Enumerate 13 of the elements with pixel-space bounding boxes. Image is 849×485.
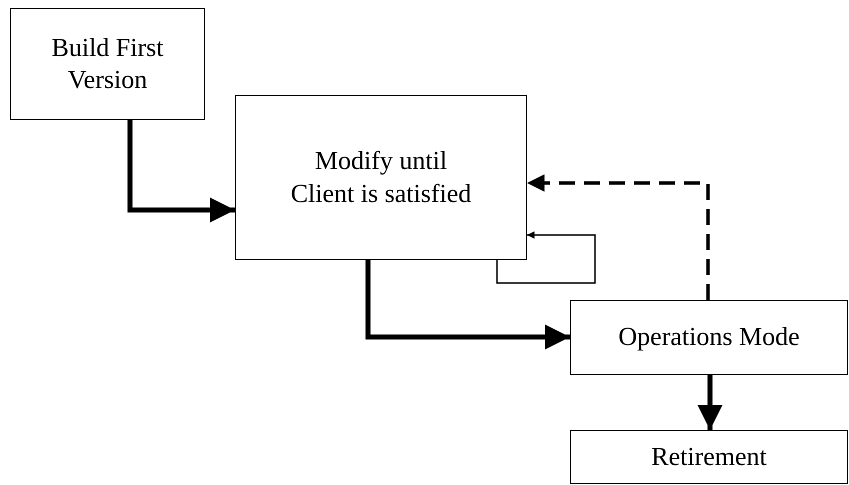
arrow xyxy=(366,260,570,350)
arrow xyxy=(128,120,235,222)
arrow xyxy=(527,174,710,300)
box-label: Retirement xyxy=(651,440,767,473)
arrow xyxy=(496,231,596,284)
process-box xyxy=(570,430,848,484)
box-label: Build First Version xyxy=(50,32,164,96)
box-label: Modify until Client is satisfied xyxy=(290,145,472,210)
box-label: Operations Mode xyxy=(618,321,800,354)
process-box xyxy=(10,8,205,120)
arrow xyxy=(698,375,722,430)
process-box xyxy=(570,300,848,375)
process-box xyxy=(235,95,527,260)
